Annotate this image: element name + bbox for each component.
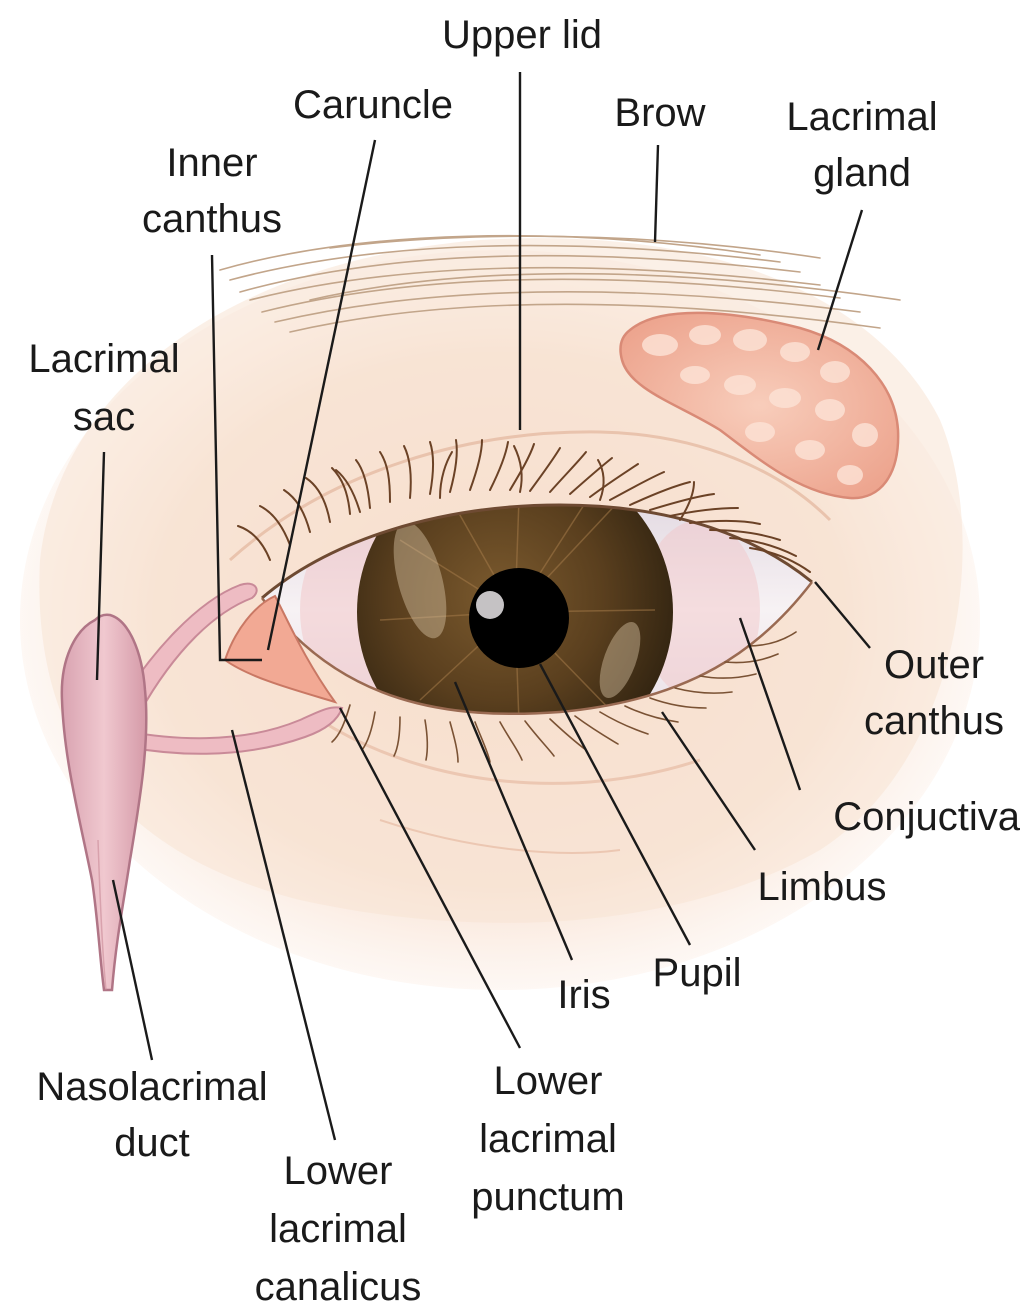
label-iris: Iris <box>557 973 610 1017</box>
label-lacrimal-gland-line2: gland <box>813 151 911 195</box>
label-outer-canthus-line1: Outer <box>884 643 984 687</box>
label-inner-canthus-line1: Inner <box>166 141 257 185</box>
leader-pupil <box>538 663 692 946</box>
label-pupil: Pupil <box>653 951 742 995</box>
leader-iris <box>453 681 574 961</box>
upper-lashes <box>237 439 811 573</box>
lacrimal-gland <box>619 311 900 500</box>
label-lower-punctum-line3: punctum <box>471 1175 624 1219</box>
label-lower-canaliculus-line2: lacrimal <box>269 1207 407 1251</box>
lower-lid-fold <box>319 718 701 785</box>
label-lacrimal-gland-line1: Lacrimal <box>786 95 937 139</box>
upper-lid-crease <box>228 430 832 562</box>
label-lower-canaliculus-line1: Lower <box>284 1149 393 1193</box>
eyeball <box>260 503 813 716</box>
label-upper-lid: Upper lid <box>442 13 602 57</box>
leader-brow <box>653 144 660 243</box>
lacrimal-drainage <box>60 582 344 992</box>
label-lower-punctum-line1: Lower <box>494 1059 603 1103</box>
label-lower-punctum-line2: lacrimal <box>479 1117 617 1161</box>
leader-limbus <box>661 711 756 851</box>
label-lacrimal-sac-line1: Lacrimal <box>28 337 179 381</box>
leader-lacrimal-sac <box>95 451 106 681</box>
leader-inner-canthus <box>210 254 262 662</box>
label-conjunctiva: Conjuctiva <box>833 795 1021 839</box>
leader-conjunctiva <box>738 617 802 791</box>
label-outer-canthus-line2: canthus <box>864 699 1004 743</box>
label-lacrimal-sac-line2: sac <box>73 395 135 439</box>
labels: Upper lid Caruncle Brow Lacrimal gland I… <box>28 13 1020 1309</box>
label-inner-canthus-line2: canthus <box>142 197 282 241</box>
label-brow: Brow <box>614 91 705 135</box>
label-caruncle: Caruncle <box>293 83 453 127</box>
leader-caruncle <box>266 139 377 651</box>
label-lower-canaliculus-line3: canalicus <box>255 1265 422 1309</box>
label-nasolacrimal-duct-line2: duct <box>114 1121 190 1165</box>
leader-nasolacrimal-duct <box>111 879 154 1061</box>
label-nasolacrimal-duct-line1: Nasolacrimal <box>36 1065 267 1109</box>
label-limbus: Limbus <box>758 865 887 909</box>
caruncle <box>223 594 338 704</box>
leader-lower-punctum <box>338 707 522 1049</box>
leader-lines <box>95 72 871 1141</box>
leader-outer-canthus <box>814 581 871 649</box>
leader-lower-canaliculus <box>230 729 337 1141</box>
cheek-fold <box>379 819 621 854</box>
leader-lacrimal-gland <box>816 209 864 351</box>
pupil <box>469 568 569 668</box>
